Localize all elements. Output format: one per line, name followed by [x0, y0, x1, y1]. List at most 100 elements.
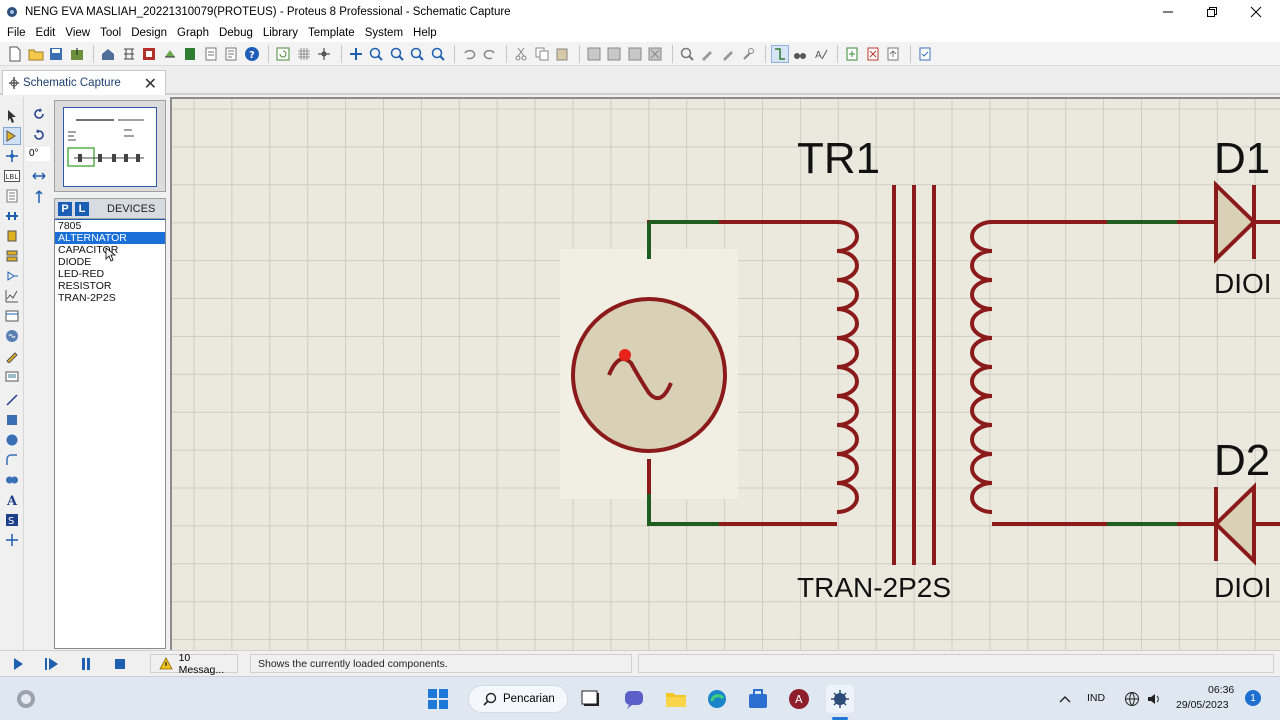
notes-button[interactable] [222, 45, 240, 63]
pan-button[interactable] [347, 45, 365, 63]
profile-app-button[interactable]: A [785, 685, 813, 713]
pause-button[interactable] [78, 656, 94, 672]
block-move-button[interactable] [605, 45, 623, 63]
menu-graph[interactable]: Graph [177, 27, 209, 39]
design-explorer-button[interactable] [916, 45, 934, 63]
mirror-x-button[interactable] [30, 167, 48, 185]
help-button[interactable]: ? [243, 45, 261, 63]
line-mode-button[interactable] [3, 391, 21, 409]
volume-icon[interactable] [1146, 691, 1162, 707]
close-window-button[interactable] [1234, 0, 1278, 24]
text-script-mode-button[interactable] [3, 187, 21, 205]
rotate-clockwise-button[interactable] [30, 105, 48, 123]
text-mode-button[interactable]: A [3, 491, 21, 509]
menu-edit[interactable]: Edit [35, 27, 56, 39]
decompose-button[interactable] [739, 45, 757, 63]
notification-badge[interactable]: 1 [1245, 690, 1261, 706]
list-item[interactable]: RESISTOR [58, 280, 112, 292]
import-button[interactable] [68, 45, 86, 63]
start-button[interactable] [424, 685, 452, 713]
make-device-button[interactable] [698, 45, 716, 63]
file-explorer-button[interactable] [662, 685, 690, 713]
rotate-anticlockwise-button[interactable] [30, 126, 48, 144]
generator-mode-button[interactable] [3, 327, 21, 345]
pick-device-button[interactable] [678, 45, 696, 63]
chat-button[interactable] [620, 685, 648, 713]
taskbar-search[interactable]: Pencarian [468, 685, 568, 713]
circle-mode-button[interactable] [3, 431, 21, 449]
tab-close-icon[interactable]: ✕ [143, 76, 157, 93]
box-mode-button[interactable] [3, 411, 21, 429]
widgets-button[interactable] [12, 685, 40, 713]
block-copy-button[interactable] [585, 45, 603, 63]
mirror-y-button[interactable] [30, 188, 48, 206]
list-item[interactable]: DIODE [58, 256, 92, 268]
origin-button[interactable] [315, 45, 333, 63]
rotation-angle-field[interactable]: 0° [26, 147, 50, 161]
refresh-button[interactable] [274, 45, 292, 63]
network-icon[interactable] [1124, 691, 1140, 707]
maximize-button[interactable] [1190, 0, 1234, 24]
menu-view[interactable]: View [65, 27, 91, 39]
menu-library[interactable]: Library [262, 27, 299, 39]
proteus-taskbar-button[interactable] [826, 685, 854, 713]
tape-mode-button[interactable] [3, 307, 21, 325]
save-button[interactable] [47, 45, 65, 63]
tab-schematic-capture[interactable]: Schematic Capture ✕ [2, 70, 166, 95]
chevron-up-icon[interactable] [1059, 695, 1071, 703]
redo-button[interactable] [481, 45, 499, 63]
list-item[interactable]: CAPACITOR [58, 244, 119, 256]
menu-system[interactable]: System [364, 27, 404, 39]
secondary-winding[interactable] [970, 220, 993, 514]
zoom-in-button[interactable] [367, 45, 385, 63]
zoom-area-button[interactable] [429, 45, 447, 63]
menu-help[interactable]: Help [413, 27, 437, 39]
list-item[interactable]: ALTERNATOR [55, 232, 165, 244]
copy-button[interactable] [533, 45, 551, 63]
menu-template[interactable]: Template [308, 27, 355, 39]
messages-indicator[interactable]: 10 Messag... [150, 652, 238, 676]
wire-label-mode-button[interactable]: LBL [3, 167, 21, 185]
cut-button[interactable] [512, 45, 530, 63]
search-tag-button[interactable] [791, 45, 809, 63]
path-mode-button[interactable] [3, 471, 21, 489]
junction-mode-button[interactable] [3, 147, 21, 165]
marker-mode-button[interactable] [3, 531, 21, 549]
new-sheet-button[interactable] [843, 45, 861, 63]
undo-button[interactable] [460, 45, 478, 63]
terminal-mode-button[interactable] [3, 247, 21, 265]
block-rotate-button[interactable] [626, 45, 644, 63]
gerber-button[interactable] [181, 45, 199, 63]
schematic-canvas[interactable]: TR1 TRAN-2P2S D1 DIOI D2 DIOI [170, 97, 1280, 650]
symbol-mode-button[interactable]: S [3, 511, 21, 529]
open-button[interactable] [27, 45, 45, 63]
package-tool-button[interactable] [719, 45, 737, 63]
diode-d2-symbol[interactable] [1213, 482, 1256, 566]
pcb-button[interactable] [140, 45, 158, 63]
selection-mode-button[interactable] [3, 107, 21, 125]
grid-toggle-button[interactable] [295, 45, 313, 63]
store-button[interactable] [744, 685, 772, 713]
instrument-mode-button[interactable] [3, 367, 21, 385]
menu-tool[interactable]: Tool [100, 27, 122, 39]
zoom-out-button[interactable] [388, 45, 406, 63]
stop-button[interactable] [112, 656, 128, 672]
overview-window[interactable] [54, 100, 166, 192]
clock-time[interactable]: 06:36 [1208, 684, 1235, 696]
list-item[interactable]: 7805 [58, 220, 82, 232]
remove-sheet-button[interactable] [864, 45, 882, 63]
paste-button[interactable] [553, 45, 571, 63]
component-mode-button[interactable] [3, 127, 21, 145]
minimize-button-2[interactable] [1146, 0, 1190, 24]
edge-button[interactable] [703, 685, 731, 713]
arc-mode-button[interactable] [3, 451, 21, 469]
exit-parent-button[interactable] [884, 45, 902, 63]
list-item[interactable]: LED-RED [58, 268, 105, 280]
bom-button[interactable] [202, 45, 220, 63]
menu-debug[interactable]: Debug [218, 27, 253, 39]
zoom-all-button[interactable] [408, 45, 426, 63]
block-delete-button[interactable] [646, 45, 664, 63]
wire-autorouter-button[interactable] [770, 44, 789, 63]
pin-mode-button[interactable] [3, 267, 21, 285]
library-manager-button[interactable]: L [75, 201, 89, 216]
